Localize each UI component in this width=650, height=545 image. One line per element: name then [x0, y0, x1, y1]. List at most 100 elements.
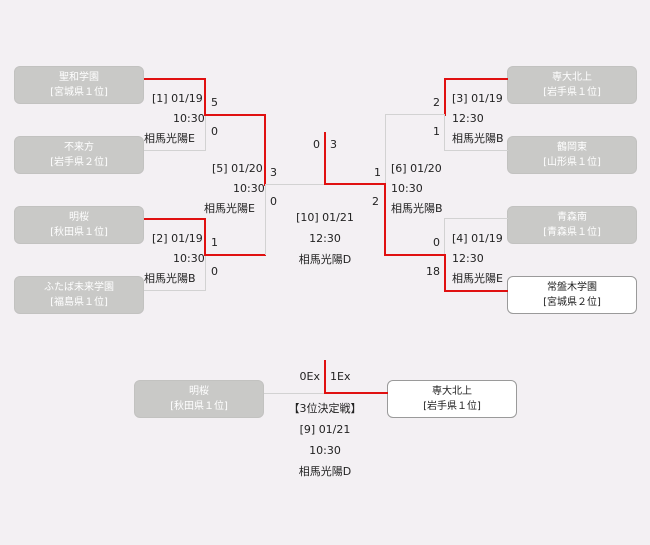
bracket-line — [205, 254, 206, 291]
match-time: 10:30 — [173, 112, 205, 125]
team-prefecture: [秋田県１位] — [50, 227, 108, 238]
team-prefecture: [福島県１位] — [50, 297, 108, 308]
score: 3 — [330, 138, 337, 151]
bracket-line — [385, 114, 386, 185]
match-venue: 相馬光陽D — [298, 465, 352, 478]
match-number-date: [1] 01/19 — [152, 92, 203, 105]
team-prefecture: [岩手県２位] — [50, 157, 108, 168]
match-venue: 相馬光陽E — [204, 202, 255, 215]
match-time: 12:30 — [452, 252, 484, 265]
team-prefecture: [山形県１位] — [543, 157, 601, 168]
bracket-line — [265, 184, 326, 185]
team-box-futaba[interactable]: ふたば未来学園 [福島県１位] — [14, 276, 144, 314]
team-name: 専大北上 — [432, 386, 472, 397]
score: 2 — [372, 195, 379, 208]
match-venue: 相馬光陽B — [391, 202, 443, 215]
team-prefecture: [宮城県２位] — [543, 297, 601, 308]
team-name: 常盤木学園 — [547, 282, 597, 293]
team-box-sendai-hokujo[interactable]: 専大北上 [岩手県１位] — [507, 66, 637, 104]
score: 1 — [374, 166, 381, 179]
team-box-seiwa[interactable]: 聖和学園 [宮城県１位] — [14, 66, 144, 104]
team-name: 鶴岡東 — [557, 142, 587, 153]
bracket-line — [204, 254, 266, 256]
match-number-date: [6] 01/20 — [391, 162, 442, 175]
team-prefecture: [秋田県１位] — [170, 401, 228, 412]
match-number-date: [3] 01/19 — [452, 92, 503, 105]
team-name: 青森南 — [557, 212, 587, 223]
match-venue: 相馬光陽E — [452, 272, 503, 285]
score: 1Ex — [330, 370, 351, 383]
bracket-line — [324, 392, 388, 394]
bracket-line — [144, 218, 206, 220]
bracket-line — [444, 78, 508, 80]
bracket-line — [144, 150, 206, 151]
team-box-kozukata[interactable]: 不来方 [岩手県２位] — [14, 136, 144, 174]
bracket-line — [204, 114, 266, 116]
bracket-line — [264, 114, 266, 186]
team-prefecture: [宮城県１位] — [50, 87, 108, 98]
team-box-tsuruoka-higashi[interactable]: 鶴岡東 [山形県１位] — [507, 136, 637, 174]
score: 0 — [433, 236, 440, 249]
team-box-third-place-meio[interactable]: 明桜 [秋田県１位] — [134, 380, 264, 418]
match-time: 10:30 — [173, 252, 205, 265]
bracket-line — [264, 393, 326, 394]
bracket-line — [205, 114, 206, 151]
match-time: 12:30 — [309, 232, 341, 245]
team-name: 不来方 — [64, 142, 94, 153]
match-venue: 相馬光陽B — [144, 272, 196, 285]
bracket-line — [444, 150, 508, 151]
team-box-aomori-minami[interactable]: 青森南 [青森県１位] — [507, 206, 637, 244]
team-name: 聖和学園 — [59, 72, 99, 83]
bracket-line — [204, 218, 206, 256]
team-name: 明桜 — [189, 386, 209, 397]
match-time: 12:30 — [452, 112, 484, 125]
bracket-line — [204, 78, 206, 116]
team-box-meio[interactable]: 明桜 [秋田県１位] — [14, 206, 144, 244]
match-number-date: [10] 01/21 — [296, 211, 354, 224]
bracket-line — [444, 254, 446, 292]
match-time: 10:30 — [233, 182, 265, 195]
bracket-line — [444, 78, 446, 116]
match-venue: 相馬光陽E — [144, 132, 195, 145]
bracket-line — [384, 254, 446, 256]
team-name: ふたば未来学園 — [44, 282, 114, 293]
bracket-line — [144, 78, 206, 80]
score: 1 — [211, 236, 218, 249]
score: 0 — [270, 195, 277, 208]
score: 3 — [270, 166, 277, 179]
bracket-line — [384, 183, 386, 256]
score: 1 — [433, 125, 440, 138]
team-prefecture: [岩手県１位] — [423, 401, 481, 412]
score: 0 — [211, 265, 218, 278]
team-box-third-place-sendai-hokujo[interactable]: 専大北上 [岩手県１位] — [387, 380, 517, 418]
team-prefecture: [岩手県１位] — [543, 87, 601, 98]
match-number-date: [4] 01/19 — [452, 232, 503, 245]
bracket-line — [324, 360, 326, 394]
match-number-date: [5] 01/20 — [212, 162, 263, 175]
match-number-date: [9] 01/21 — [299, 423, 351, 436]
match-venue: 相馬光陽B — [452, 132, 504, 145]
team-name: 専大北上 — [552, 72, 592, 83]
bracket-line — [444, 114, 445, 151]
team-box-tokiwagi[interactable]: 常盤木学園 [宮城県２位] — [507, 276, 637, 314]
bracket-line — [324, 132, 326, 185]
score: 2 — [433, 96, 440, 109]
bracket-line — [144, 290, 206, 291]
team-name: 明桜 — [69, 212, 89, 223]
score: 0 — [211, 125, 218, 138]
bracket-line — [385, 114, 445, 115]
third-place-label: 【3位決定戦】 — [288, 402, 362, 415]
team-prefecture: [青森県１位] — [543, 227, 601, 238]
score: 0 — [313, 138, 320, 151]
match-venue: 相馬光陽D — [298, 253, 352, 266]
bracket-line — [444, 218, 445, 255]
score: 0Ex — [299, 370, 320, 383]
match-number-date: [2] 01/19 — [152, 232, 203, 245]
bracket-line — [444, 218, 508, 219]
match-time: 10:30 — [309, 444, 341, 457]
score: 5 — [211, 96, 218, 109]
bracket-line — [265, 184, 266, 255]
bracket-line — [324, 183, 386, 185]
bracket-line — [444, 290, 508, 292]
score: 18 — [426, 265, 440, 278]
